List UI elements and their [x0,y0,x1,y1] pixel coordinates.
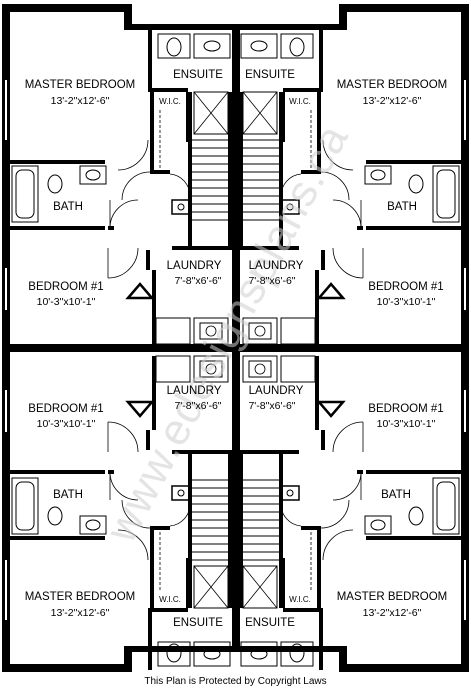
label-bedroom1-tl: BEDROOM #1 [28,281,103,293]
label-laundry-tl: LAUNDRY [167,260,222,272]
label-bath-br: BATH [381,489,411,501]
dim-bedroom1-br: 10'-3"x10'-1" [377,418,436,430]
label-master-bedroom-bl: MASTER BEDROOM [25,591,136,603]
label-laundry-bl: LAUNDRY [167,385,222,397]
label-bedroom1-tr: BEDROOM #1 [368,281,443,293]
unit-top-left [5,30,232,345]
label-master-bedroom-tr: MASTER BEDROOM [337,79,448,91]
dim-master-bedroom-bl: 13'-2"x12'-6" [51,607,110,619]
label-wic-tl: W.I.C. [159,97,181,106]
dim-bedroom1-bl: 10'-3"x10'-1" [37,418,96,430]
label-bath-bl: BATH [53,489,83,501]
outer-walls [2,4,469,672]
label-master-bedroom-br: MASTER BEDROOM [337,591,448,603]
label-bedroom1-br: BEDROOM #1 [368,403,443,415]
label-laundry-tr: LAUNDRY [249,260,304,272]
label-wic-tr: W.I.C. [289,97,311,106]
dim-bedroom1-tl: 10'-3"x10'-1" [37,296,96,308]
dim-master-bedroom-tr: 13'-2"x12'-6" [363,95,422,107]
dim-master-bedroom-br: 13'-2"x12'-6" [363,607,422,619]
copyright-notice: This Plan is Protected by Copyright Laws [144,676,327,687]
label-ensuite-tl: ENSUITE [173,69,223,81]
label-ensuite-tr: ENSUITE [245,69,295,81]
dim-master-bedroom-tl: 13'-2"x12'-6" [51,95,110,107]
dim-laundry-tr: 7'-8"x6'-6" [248,275,295,287]
dim-laundry-br: 7'-8"x6'-6" [248,400,295,412]
label-ensuite-br: ENSUITE [245,617,295,629]
label-bath-tr: BATH [387,201,417,213]
label-laundry-br: LAUNDRY [249,385,304,397]
label-bedroom1-bl: BEDROOM #1 [28,403,103,415]
label-master-bedroom-tl: MASTER BEDROOM [25,79,136,91]
dim-laundry-tl: 7'-8"x6'-6" [174,275,221,287]
dim-laundry-bl: 7'-8"x6'-6" [174,400,221,412]
label-ensuite-bl: ENSUITE [173,617,223,629]
dim-bedroom1-tr: 10'-3"x10'-1" [377,296,436,308]
label-wic-br: W.I.C. [289,595,311,604]
label-bath-tl: BATH [53,201,83,213]
label-wic-bl: W.I.C. [159,595,181,604]
